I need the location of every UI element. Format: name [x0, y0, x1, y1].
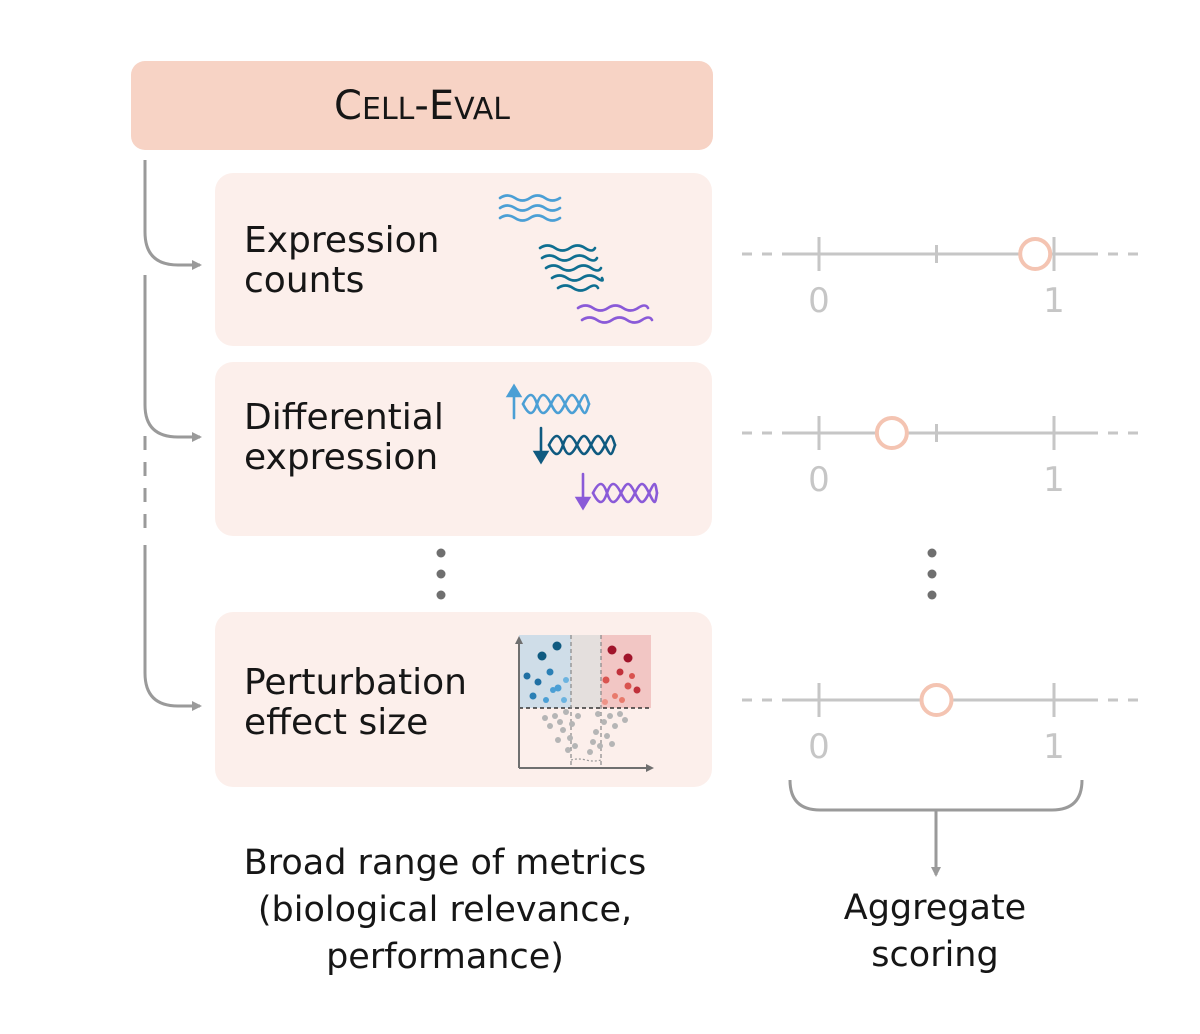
aggregate-brace: [788, 779, 1084, 877]
caption-line: Broad range of metrics: [243, 843, 647, 883]
up-down-arrow-waves-icon: [505, 383, 659, 511]
metric-label: Expression counts: [244, 221, 439, 301]
ellipsis-icon: [436, 548, 446, 600]
title-banner: CELL-EVAL: [131, 61, 713, 150]
connector-arrow: [143, 545, 202, 711]
page-title: CELL-EVAL: [334, 83, 510, 129]
caption-line: Aggregate: [843, 888, 1027, 928]
metric-label: Differential expression: [244, 398, 444, 478]
scale-min-label: 0: [808, 281, 830, 321]
metric-label-line: counts: [244, 260, 365, 301]
score-scales: 0 1 0 1 0 1: [742, 237, 1140, 767]
scale-max-label: 1: [1043, 727, 1065, 767]
caption-line: scoring: [871, 935, 999, 975]
title-part: -: [414, 82, 429, 129]
metric-label-line: expression: [244, 437, 439, 478]
metric-card-expression-counts: Expression counts: [215, 173, 712, 346]
scale-max-label: 1: [1043, 460, 1065, 500]
metric-label: Perturbation effect size: [244, 663, 467, 743]
scale-min-label: 0: [808, 727, 830, 767]
metric-label-line: effect size: [244, 702, 429, 743]
connector-lines: [143, 160, 202, 711]
metric-label-line: Differential: [244, 397, 444, 438]
title-part: C: [334, 82, 362, 129]
scale-max-label: 1: [1043, 281, 1065, 321]
caption-metrics: Broad range of metrics (biological relev…: [195, 840, 695, 981]
metric-label-line: Expression: [244, 220, 440, 261]
score-marker: [1018, 237, 1053, 271]
wavy-lines-icon: [498, 194, 654, 324]
metric-label-line: Perturbation: [244, 662, 467, 703]
ellipsis-icon: [927, 548, 937, 600]
metric-card-differential-expression: Differential expression: [215, 362, 712, 536]
caption-aggregate: Aggregate scoring: [800, 885, 1070, 979]
score-marker: [919, 683, 954, 717]
volcano-plot-icon: [515, 635, 654, 772]
connector-arrow: [143, 275, 202, 442]
score-marker: [874, 416, 909, 450]
scale-min-label: 0: [808, 460, 830, 500]
connector-arrow: [143, 160, 202, 270]
title-part: VAL: [454, 91, 510, 127]
title-part: ELL: [361, 91, 415, 127]
caption-line: performance): [326, 937, 564, 977]
caption-line: (biological relevance,: [257, 890, 633, 930]
title-part: E: [428, 82, 455, 129]
